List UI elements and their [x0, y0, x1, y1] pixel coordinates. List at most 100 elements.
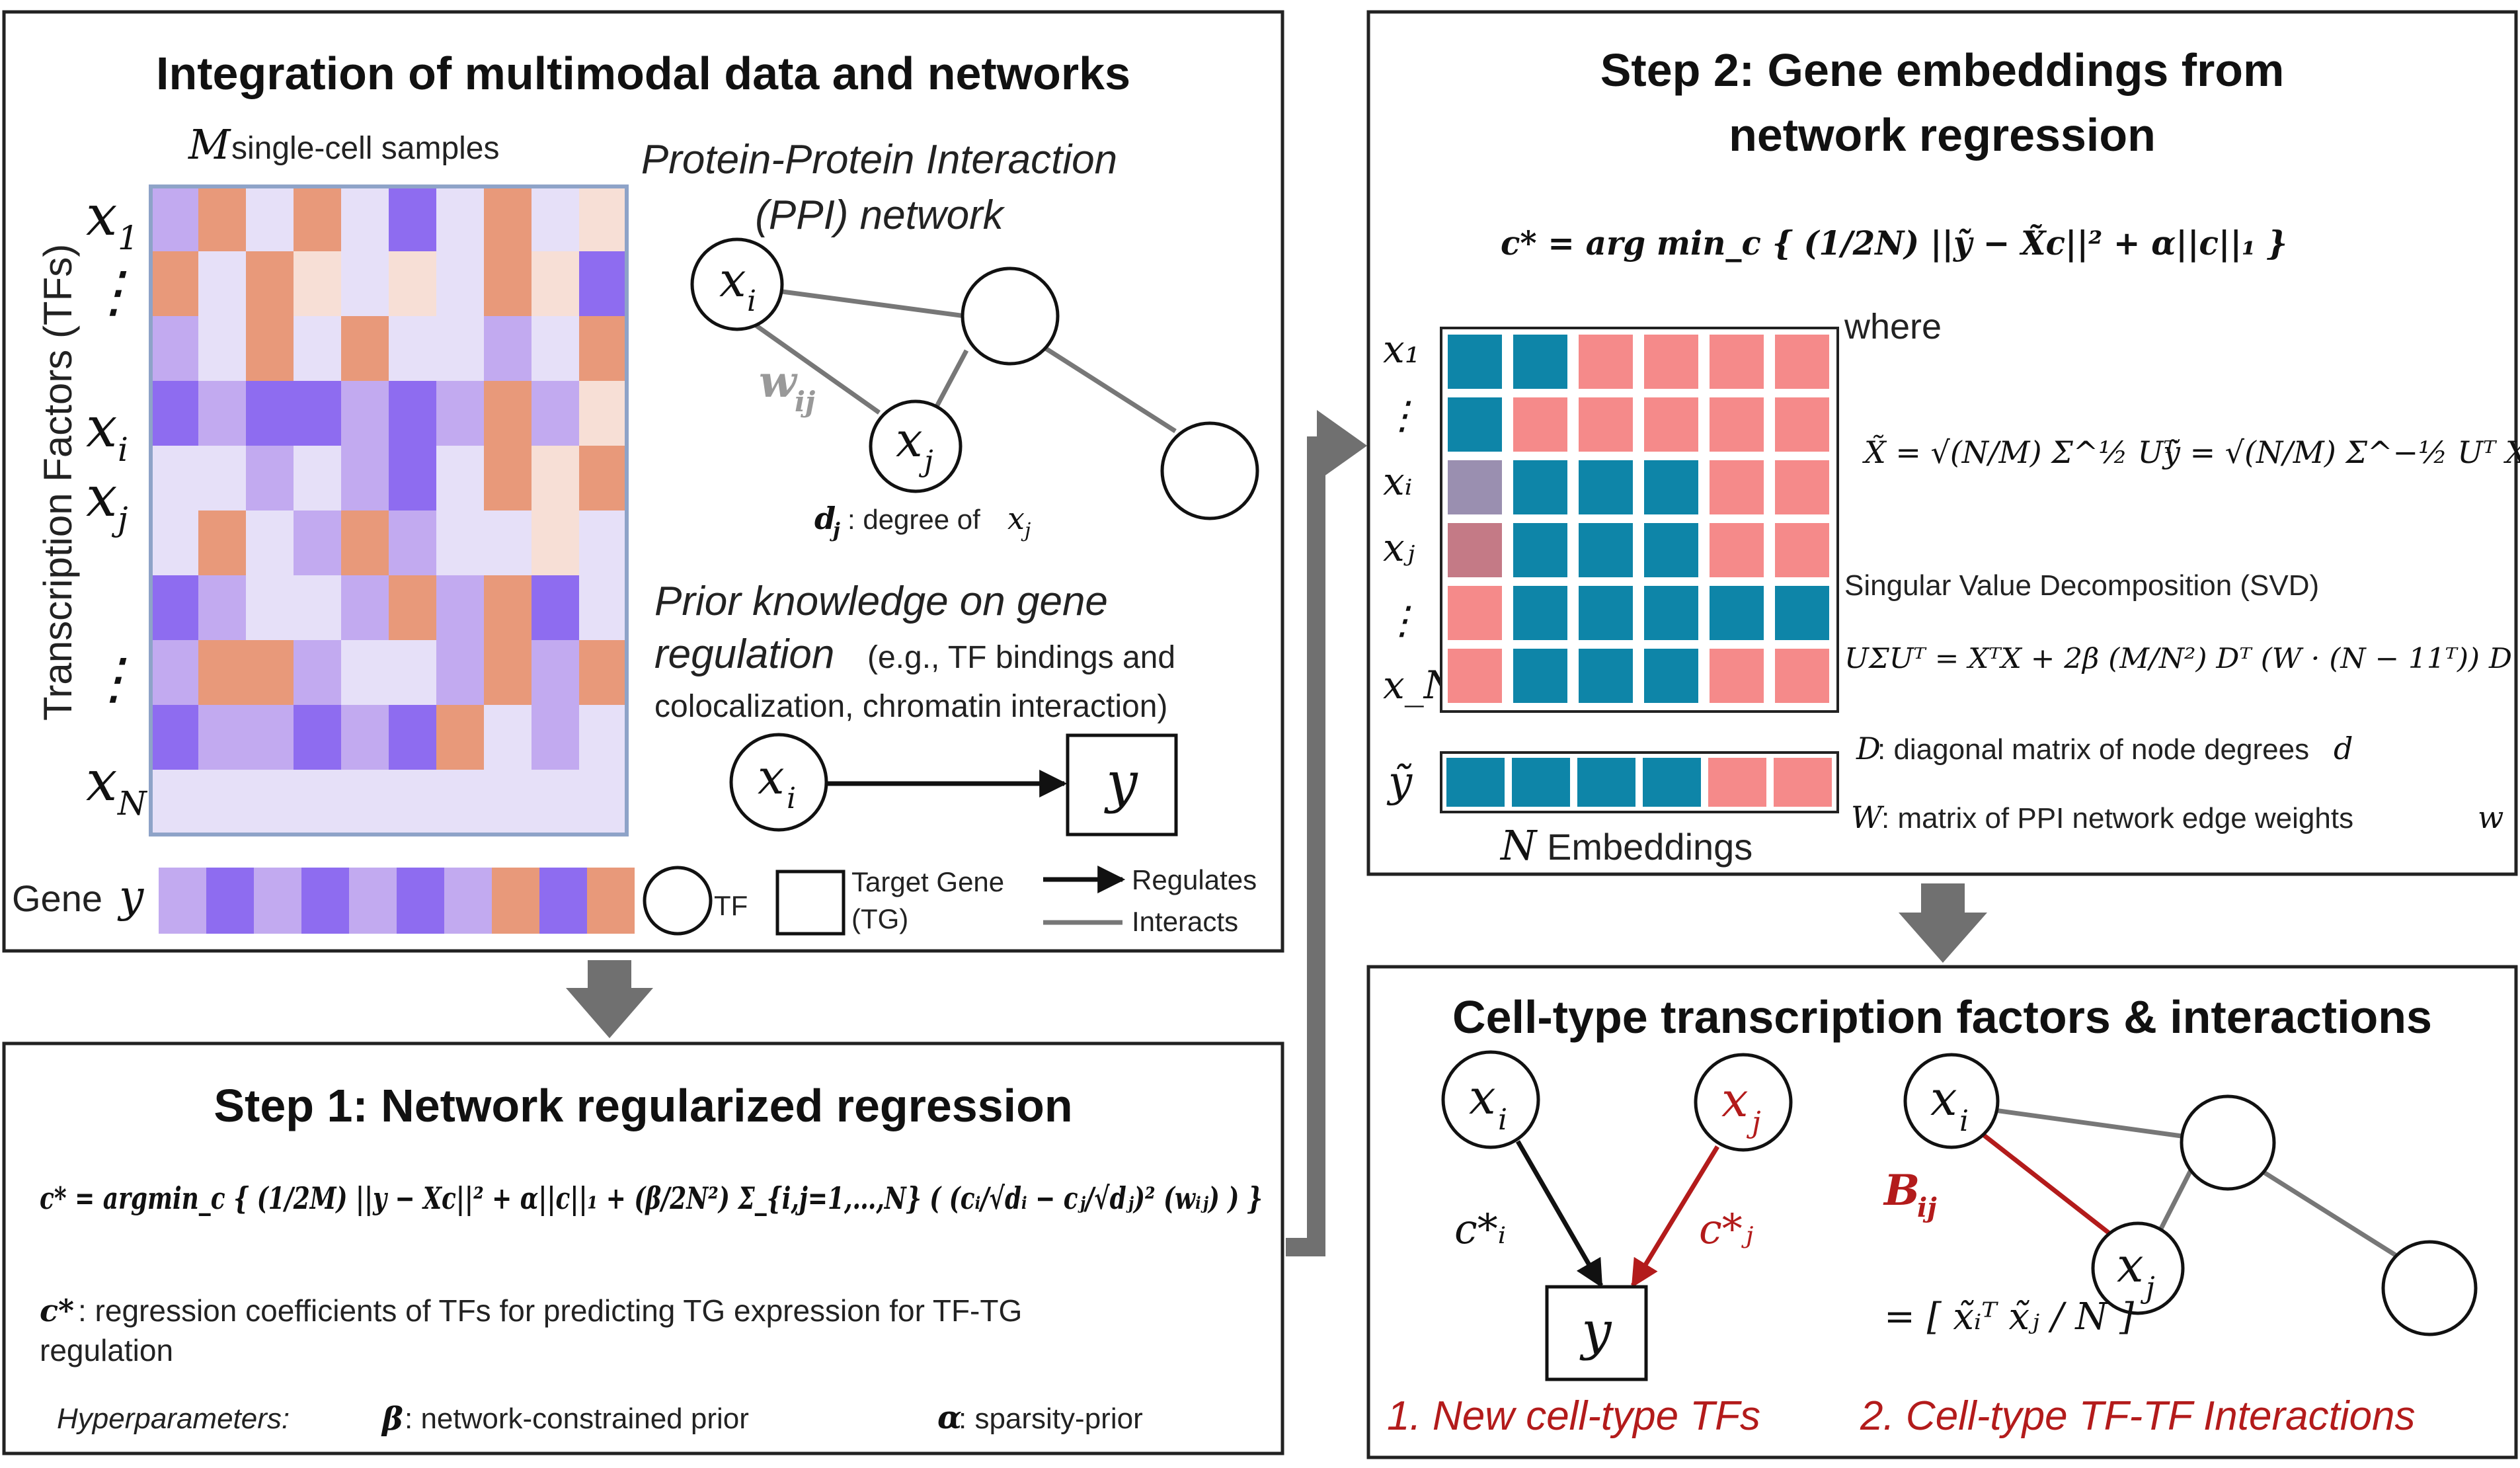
heatmap-cell [579, 640, 627, 705]
embedding-cell [1579, 335, 1633, 389]
heatmap-cell [341, 575, 389, 640]
int-xi: x [1930, 1071, 1957, 1126]
embedding-cell [1448, 523, 1502, 577]
heatmap-cell [579, 316, 627, 381]
ct-target-box [1545, 1285, 1648, 1381]
heatmap-cell [532, 251, 579, 316]
int-node-xi [1903, 1053, 2000, 1149]
legend-interacts: Interacts [1132, 906, 1238, 937]
gene-expression-row [159, 868, 635, 934]
d-var: D [1856, 731, 1881, 766]
heatmap-cell [198, 251, 246, 316]
heatmap-cell [484, 575, 532, 640]
svd-eq: UΣUᵀ = XᵀX + 2β (M/N²) Dᵀ (W · (N − 11ᵀ)… [1844, 642, 2512, 674]
heatmap-cell [532, 510, 579, 575]
heatmap-cell [579, 770, 627, 835]
beta-var: β [381, 1401, 403, 1438]
heatmap-cell [151, 575, 198, 640]
heatmap-cell [436, 316, 484, 381]
ct-node-xi [1441, 1050, 1540, 1149]
step2-title-line1: Step 2: Gene embeddings from [1600, 44, 2285, 96]
gene-label: Gene [12, 877, 102, 919]
ct-target-y: y [1579, 1300, 1612, 1362]
heatmap-cell [484, 251, 532, 316]
row-label-sub: N [117, 784, 148, 823]
embedding-cell [1579, 460, 1633, 514]
ct-xj: x [1721, 1072, 1749, 1127]
embedding-cell [1710, 649, 1764, 703]
embeddings-var: N [1499, 821, 1538, 870]
step2-objective: c* = arg min_c { (1/2N) ||ỹ − X̃c||² + α… [1501, 224, 2287, 263]
arrow-down-2-head [1899, 913, 1987, 963]
ytilde-cell [1577, 758, 1635, 807]
heatmap-cell [484, 705, 532, 770]
regulation-example: x i y [729, 733, 1178, 836]
w-small: w [2478, 799, 2503, 835]
row-label-sub: 1 [118, 219, 139, 257]
heatmap-cell [532, 770, 579, 835]
x-tilde-def: X̃ = √(N/M) Σ^½ Uᵀ [1862, 434, 2178, 470]
heatmap-cell [151, 186, 198, 251]
heatmap-cell [484, 316, 532, 381]
heatmap-cell [341, 705, 389, 770]
int-node-xj [2091, 1221, 2185, 1315]
alpha-var: α [937, 1399, 962, 1436]
arrow-xi-y [1515, 1140, 1604, 1288]
embedding-cell [1448, 397, 1502, 452]
prior-line2: regulation [654, 632, 834, 677]
heatmap-cell [436, 381, 484, 446]
ytilde-label: ỹ [1386, 758, 1413, 807]
heatmap-cell [389, 316, 436, 381]
arrow-elbow-vertical [1307, 436, 1325, 1256]
legend-tf-circle [643, 866, 713, 936]
panel-step1-border [2, 1041, 1284, 1455]
ppi-title-line2: (PPI) network [755, 192, 1005, 238]
embedding-row-label: ⋮ [1383, 598, 1421, 643]
heatmap-cell [341, 510, 389, 575]
embedding-cell [1644, 649, 1698, 703]
heatmap-cell [151, 316, 198, 381]
embedding-matrix [1440, 327, 1839, 713]
row-label: ⋮ [86, 646, 141, 711]
legend-tg-line2: (TG) [851, 903, 908, 934]
legend-regulates: Regulates [1132, 864, 1257, 895]
embedding-cell [1644, 523, 1698, 577]
degree-text: : degree of [847, 504, 980, 535]
embedding-cell [1513, 397, 1567, 452]
heatmap-cell [151, 251, 198, 316]
ppi-node-xi [690, 237, 784, 331]
coef-j: c*ⱼ [1699, 1205, 1754, 1253]
ytilde-cell [1643, 758, 1701, 807]
heatmap-cell [389, 510, 436, 575]
arrow-down-1-head [566, 988, 653, 1038]
y-axis-label: Transcription Factors (TFs) [36, 244, 80, 721]
embedding-cell [1579, 649, 1633, 703]
step1-title: Step 1: Network regularized regression [214, 1080, 1072, 1131]
heatmap-cell [484, 770, 532, 835]
heatmap-cell [341, 381, 389, 446]
heatmap-cell [246, 186, 294, 251]
heatmap-cell [389, 186, 436, 251]
row-label: ⋮ [86, 259, 141, 324]
gene-var: y [117, 871, 144, 922]
gene-cell [444, 868, 492, 934]
reg-xi: x [758, 749, 785, 805]
heatmap-frame [149, 184, 629, 836]
heatmap-cell [151, 770, 198, 835]
heatmap-cell [341, 251, 389, 316]
heatmap-cell [579, 510, 627, 575]
embedding-cell [1644, 335, 1698, 389]
heatmap-cell [294, 251, 341, 316]
embedding-cell [1579, 397, 1633, 452]
heatmap-cell [436, 575, 484, 640]
hyper-label: Hyperparameters: [57, 1403, 290, 1435]
embedding-cell [1775, 523, 1829, 577]
embedding-row-label: xⱼ [1383, 525, 1415, 570]
alpha-desc: : sparsity-prior [959, 1403, 1143, 1435]
embedding-frame [1440, 327, 1839, 713]
legend-tg-box [775, 870, 846, 936]
reg-node-xi [729, 733, 828, 832]
row-label-sub: i [118, 430, 128, 469]
heatmap-cell [484, 446, 532, 510]
heatmap-cell [532, 446, 579, 510]
